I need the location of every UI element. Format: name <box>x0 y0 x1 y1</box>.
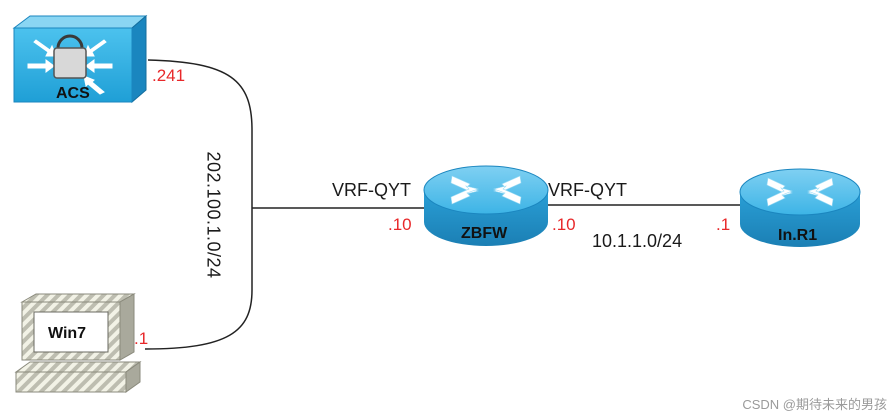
link-acs-to-bus <box>147 59 253 208</box>
zbfw-ip-right-label: .10 <box>552 215 576 234</box>
zbfw-router-icon[interactable] <box>423 165 549 246</box>
win7-pc-icon[interactable] <box>14 293 142 393</box>
inr1-label: In.R1 <box>778 227 818 244</box>
connection-lines <box>144 59 742 350</box>
watermark: CSDN @期待未来的男孩 <box>742 397 887 412</box>
zbfw-ip-left-label: .10 <box>388 215 412 234</box>
zbfw-vrf-right-label: VRF-QYT <box>548 180 627 200</box>
link-win7-to-bus <box>144 208 253 350</box>
zbfw-vrf-left-label: VRF-QYT <box>332 180 411 200</box>
win7-label: Win7 <box>48 325 87 342</box>
acs-server-icon[interactable] <box>12 14 148 104</box>
lock-icon <box>53 34 87 79</box>
inr1-ip-label: .1 <box>716 215 731 234</box>
zbfw-label: ZBFW <box>461 225 508 242</box>
acs-ip-label: .241 <box>152 66 186 85</box>
acs-label: ACS <box>56 85 90 102</box>
right-subnet-label: 10.1.1.0/24 <box>592 231 683 251</box>
acs-arrows-icon <box>27 39 113 95</box>
zbfw-router-arrows-icon <box>450 175 522 205</box>
inr1-router-arrows-icon <box>766 177 834 207</box>
inr1-router-icon[interactable] <box>739 168 861 247</box>
left-subnet-label: 202.100.1.0/24 <box>203 151 224 279</box>
win7-ip-label: .1 <box>134 329 149 348</box>
